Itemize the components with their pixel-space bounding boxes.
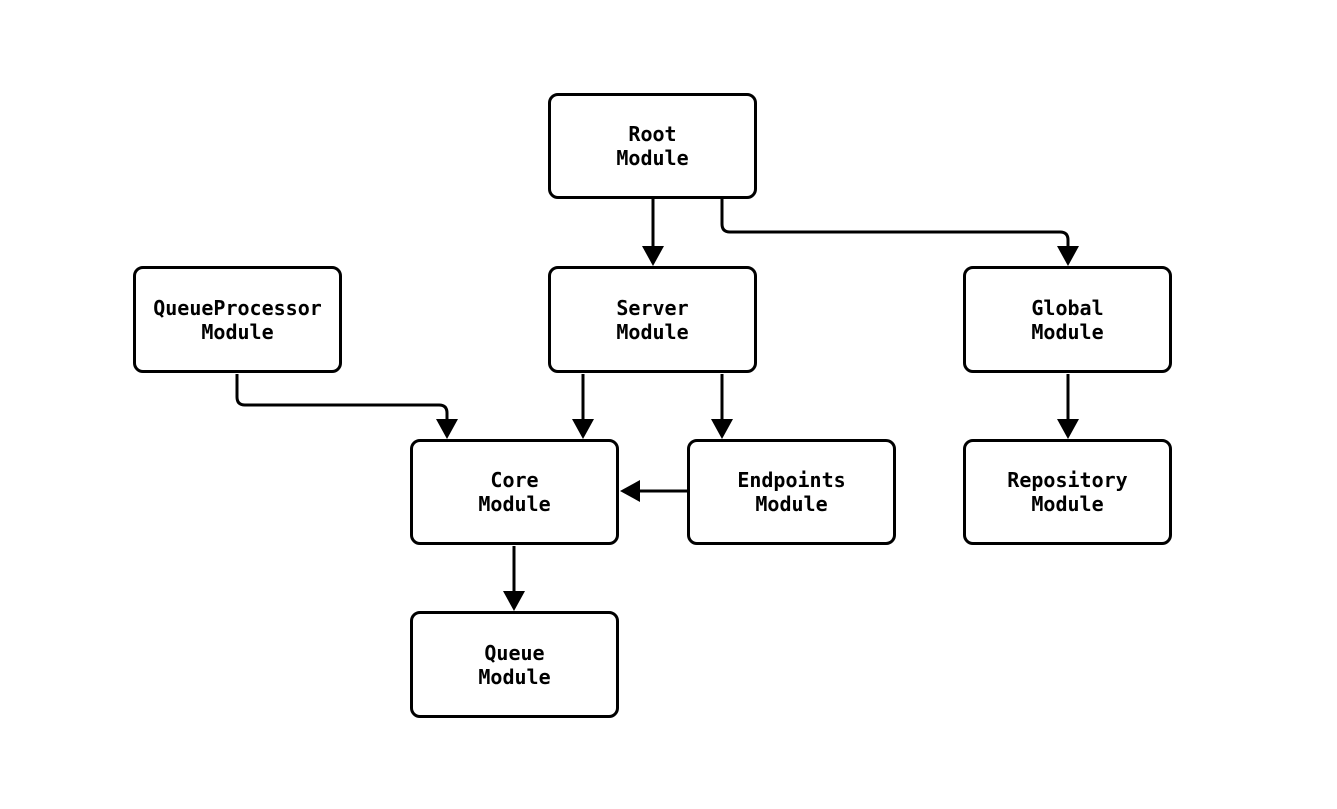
node-queueprocessor-module: QueueProcessor Module bbox=[133, 266, 342, 373]
edge-server-to-core bbox=[572, 374, 594, 439]
node-endpoints-module: Endpoints Module bbox=[687, 439, 896, 545]
edge-server-to-endpoints bbox=[711, 374, 733, 439]
node-label: Module bbox=[1031, 492, 1104, 516]
node-label: Global bbox=[1031, 295, 1104, 320]
node-label: QueueProcessor bbox=[153, 295, 322, 320]
node-label: Endpoints bbox=[737, 468, 846, 492]
node-label: Module bbox=[1031, 319, 1104, 344]
node-core-module: Core Module bbox=[410, 439, 619, 545]
edge-root-to-global bbox=[720, 199, 1079, 266]
node-label: Module bbox=[201, 319, 274, 344]
node-repository-module: Repository Module bbox=[963, 439, 1172, 545]
node-label: Root bbox=[628, 122, 677, 146]
node-label: Module bbox=[616, 319, 689, 344]
node-label: Module bbox=[616, 146, 689, 170]
node-label: Queue bbox=[484, 640, 545, 665]
node-label: Repository bbox=[1007, 468, 1128, 492]
node-label: Core bbox=[490, 468, 539, 492]
edge-root-to-server bbox=[642, 199, 664, 266]
edge-global-to-repository bbox=[1057, 374, 1079, 439]
edge-core-to-queue bbox=[503, 546, 525, 611]
edge-queueprocessor-to-core bbox=[235, 374, 458, 439]
edge-endpoints-to-core bbox=[620, 480, 687, 502]
node-label: Module bbox=[478, 664, 551, 689]
node-queue-module: Queue Module bbox=[410, 611, 619, 718]
node-label: Server bbox=[616, 295, 689, 320]
node-global-module: Global Module bbox=[963, 266, 1172, 373]
node-root-module: Root Module bbox=[548, 93, 757, 199]
node-server-module: Server Module bbox=[548, 266, 757, 373]
node-label: Module bbox=[478, 492, 551, 516]
node-label: Module bbox=[755, 492, 828, 516]
